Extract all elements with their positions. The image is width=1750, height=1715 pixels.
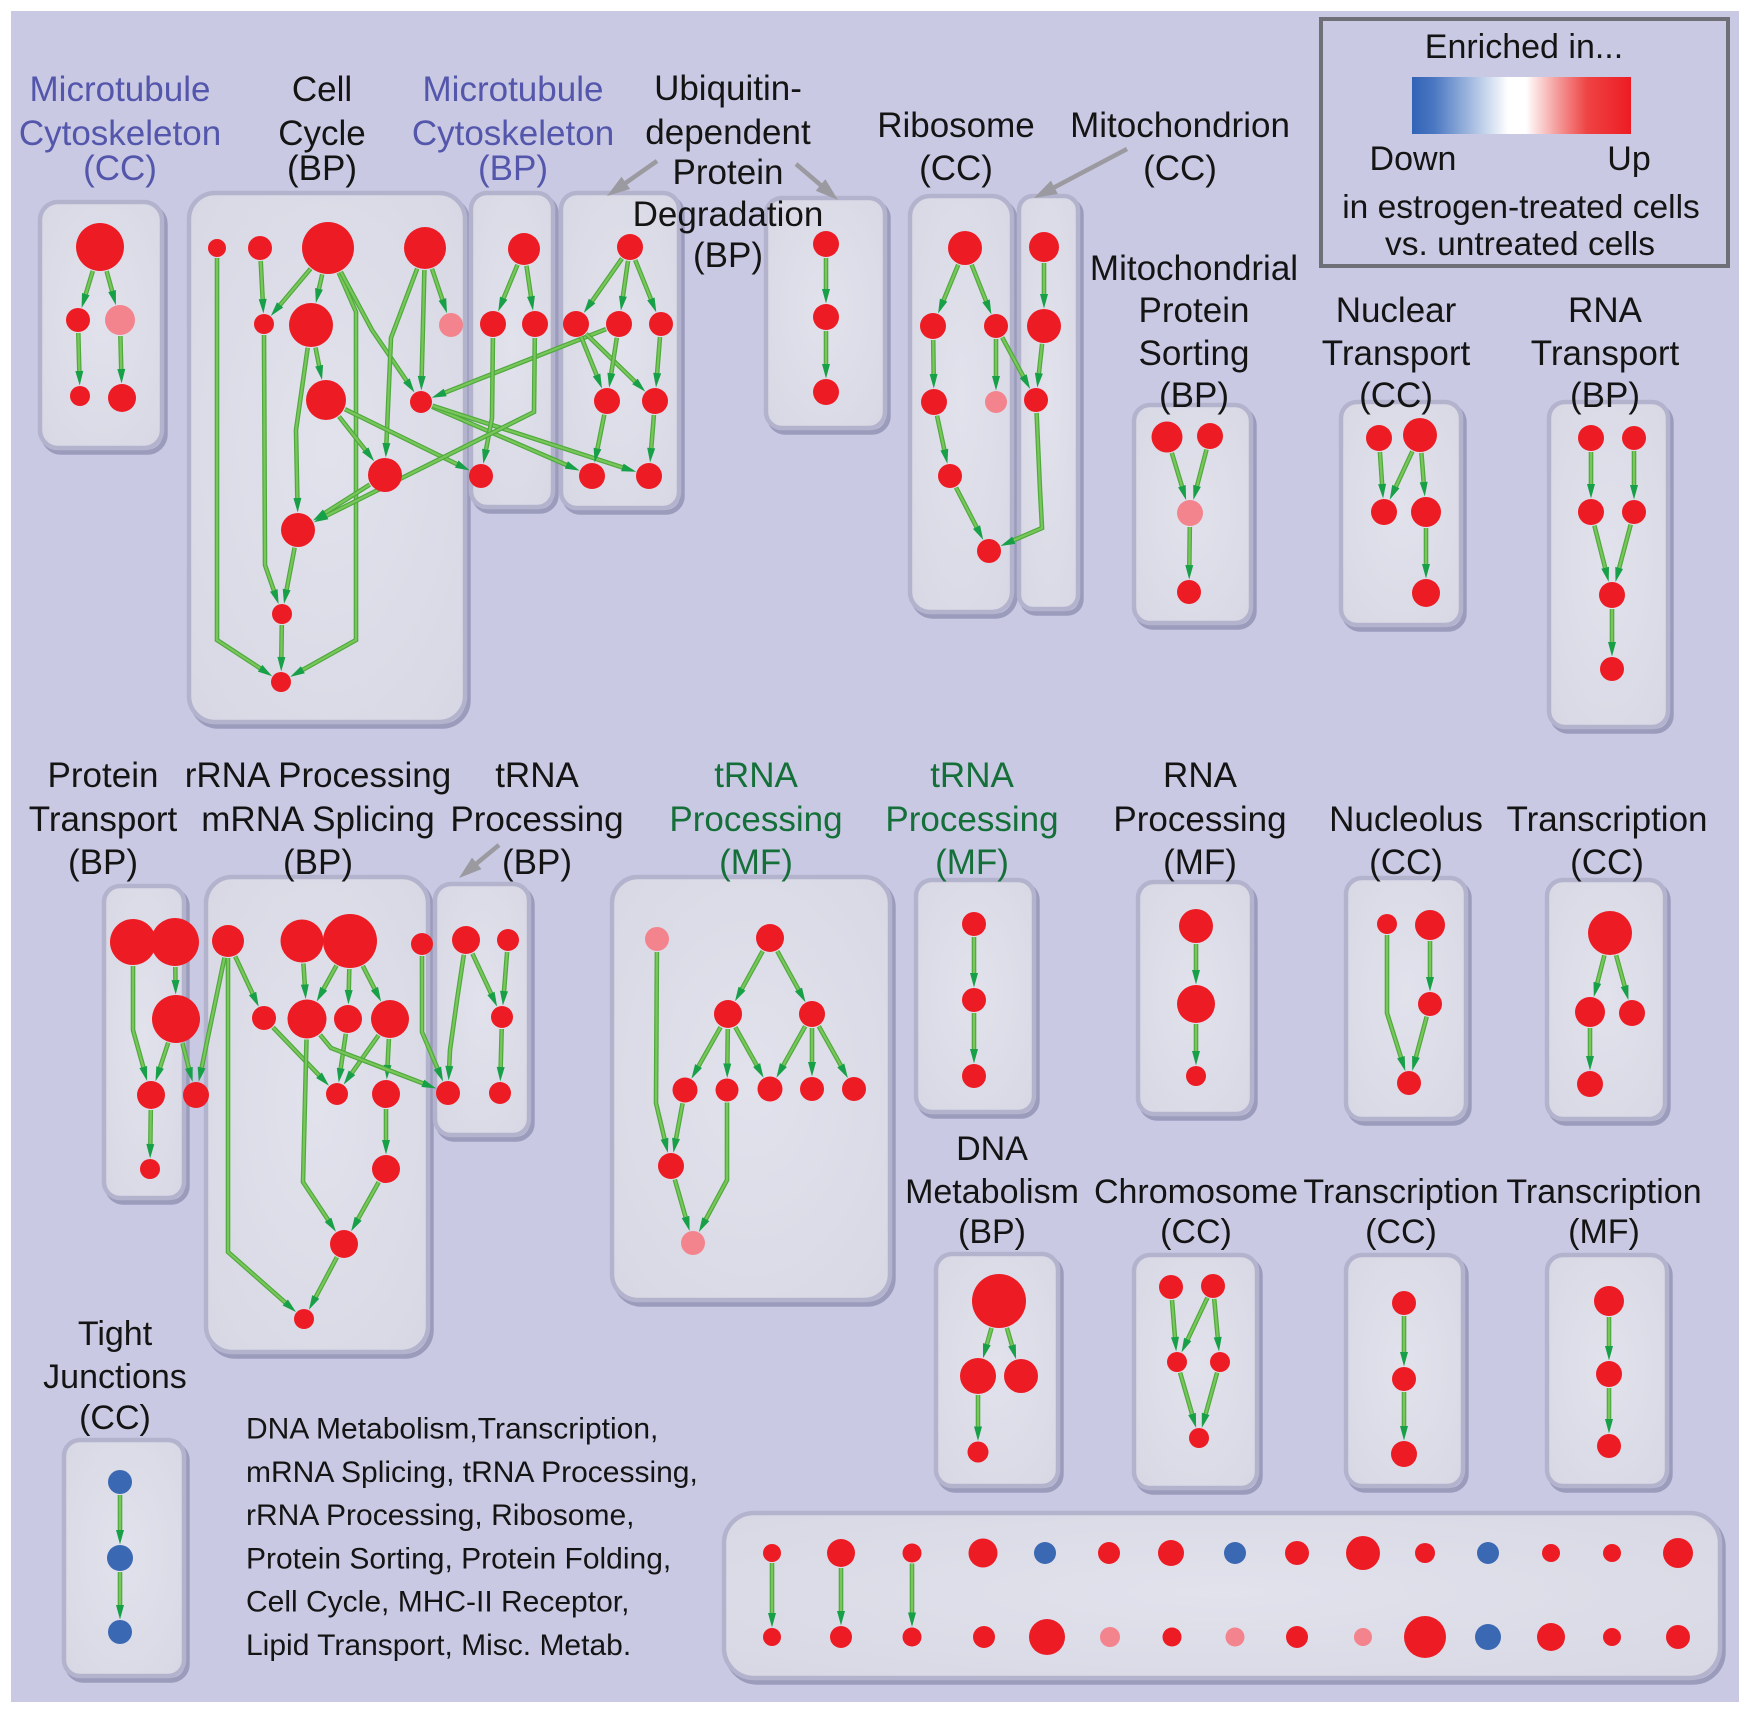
svg-text:DNA: DNA xyxy=(956,1130,1028,1168)
svg-text:vs. untreated cells: vs. untreated cells xyxy=(1385,226,1655,263)
svg-text:Tight: Tight xyxy=(78,1315,153,1353)
svg-text:(CC): (CC) xyxy=(919,149,993,188)
svg-text:DNA Metabolism,Transcription,: DNA Metabolism,Transcription, xyxy=(246,1413,658,1446)
svg-text:Junctions: Junctions xyxy=(43,1358,187,1396)
svg-text:(CC): (CC) xyxy=(83,149,157,188)
svg-text:mRNA Splicing, tRNA Processing: mRNA Splicing, tRNA Processing, xyxy=(246,1456,698,1489)
svg-text:(BP): (BP) xyxy=(693,236,763,275)
svg-text:Mitochondrion: Mitochondrion xyxy=(1070,106,1290,145)
svg-text:Transcription: Transcription xyxy=(1507,800,1708,839)
svg-text:Protein: Protein xyxy=(48,756,159,795)
svg-text:(BP): (BP) xyxy=(283,843,353,882)
svg-text:tRNA: tRNA xyxy=(714,756,798,795)
svg-text:Cell: Cell xyxy=(292,70,352,109)
svg-text:Processing: Processing xyxy=(885,800,1058,839)
svg-text:rRNA Processing: rRNA Processing xyxy=(185,756,451,795)
svg-text:Processing: Processing xyxy=(1113,800,1286,839)
svg-text:(CC): (CC) xyxy=(1143,149,1217,188)
svg-text:Nuclear: Nuclear xyxy=(1336,291,1457,330)
svg-text:RNA: RNA xyxy=(1163,756,1238,795)
svg-text:RNA: RNA xyxy=(1568,291,1643,330)
svg-text:(BP): (BP) xyxy=(1570,376,1640,415)
svg-text:Cell Cycle, MHC-II Receptor,: Cell Cycle, MHC-II Receptor, xyxy=(246,1586,629,1619)
svg-text:Nucleolus: Nucleolus xyxy=(1329,800,1483,839)
svg-text:Microtubule: Microtubule xyxy=(423,70,604,109)
svg-text:Down: Down xyxy=(1370,140,1457,178)
svg-text:Up: Up xyxy=(1607,140,1650,178)
svg-text:(CC): (CC) xyxy=(1359,376,1433,415)
svg-text:Protein Sorting, Protein Foldi: Protein Sorting, Protein Folding, xyxy=(246,1542,671,1575)
svg-text:(BP): (BP) xyxy=(287,149,357,188)
svg-text:rRNA Processing, Ribosome,: rRNA Processing, Ribosome, xyxy=(246,1499,634,1532)
svg-text:Cytoskeleton: Cytoskeleton xyxy=(19,114,221,153)
svg-text:Processing: Processing xyxy=(450,800,623,839)
svg-text:Transport: Transport xyxy=(29,800,178,839)
svg-text:(BP): (BP) xyxy=(502,843,572,882)
svg-text:Metabolism: Metabolism xyxy=(905,1173,1079,1211)
svg-text:tRNA: tRNA xyxy=(495,756,579,795)
svg-text:(CC): (CC) xyxy=(79,1399,151,1437)
svg-text:Lipid Transport, Misc. Metab.: Lipid Transport, Misc. Metab. xyxy=(246,1629,631,1662)
svg-text:Ribosome: Ribosome xyxy=(877,106,1035,145)
svg-text:Sorting: Sorting xyxy=(1139,334,1250,373)
svg-text:(BP): (BP) xyxy=(478,149,548,188)
svg-text:Transport: Transport xyxy=(1322,334,1471,373)
svg-text:Transport: Transport xyxy=(1531,334,1680,373)
svg-text:dependent: dependent xyxy=(645,113,811,152)
svg-text:in estrogen-treated cells: in estrogen-treated cells xyxy=(1342,189,1700,226)
svg-text:Protein: Protein xyxy=(1139,291,1250,330)
svg-text:(CC): (CC) xyxy=(1160,1213,1232,1251)
svg-text:Cytoskeleton: Cytoskeleton xyxy=(412,114,614,153)
svg-text:Mitochondrial: Mitochondrial xyxy=(1090,249,1298,288)
svg-text:(BP): (BP) xyxy=(68,843,138,882)
svg-text:tRNA: tRNA xyxy=(930,756,1014,795)
svg-text:(MF): (MF) xyxy=(719,843,793,882)
svg-text:(CC): (CC) xyxy=(1570,843,1644,882)
svg-text:mRNA Splicing: mRNA Splicing xyxy=(201,800,434,839)
svg-text:(MF): (MF) xyxy=(1163,843,1237,882)
svg-text:Degradation: Degradation xyxy=(633,195,824,234)
svg-text:Microtubule: Microtubule xyxy=(30,70,211,109)
svg-text:Transcription: Transcription xyxy=(1303,1173,1498,1211)
svg-text:(MF): (MF) xyxy=(1568,1213,1640,1251)
svg-text:(MF): (MF) xyxy=(935,843,1009,882)
svg-text:Ubiquitin-: Ubiquitin- xyxy=(654,69,802,108)
svg-text:(BP): (BP) xyxy=(1159,376,1229,415)
svg-text:(CC): (CC) xyxy=(1369,843,1443,882)
svg-text:Processing: Processing xyxy=(669,800,842,839)
svg-text:Cycle: Cycle xyxy=(278,114,366,153)
svg-text:Enriched in...: Enriched in... xyxy=(1425,28,1623,66)
svg-text:Chromosome: Chromosome xyxy=(1094,1173,1298,1211)
svg-text:(BP): (BP) xyxy=(958,1213,1026,1251)
svg-text:Protein: Protein xyxy=(673,153,784,192)
svg-text:(CC): (CC) xyxy=(1365,1213,1437,1251)
svg-text:Transcription: Transcription xyxy=(1506,1173,1701,1211)
